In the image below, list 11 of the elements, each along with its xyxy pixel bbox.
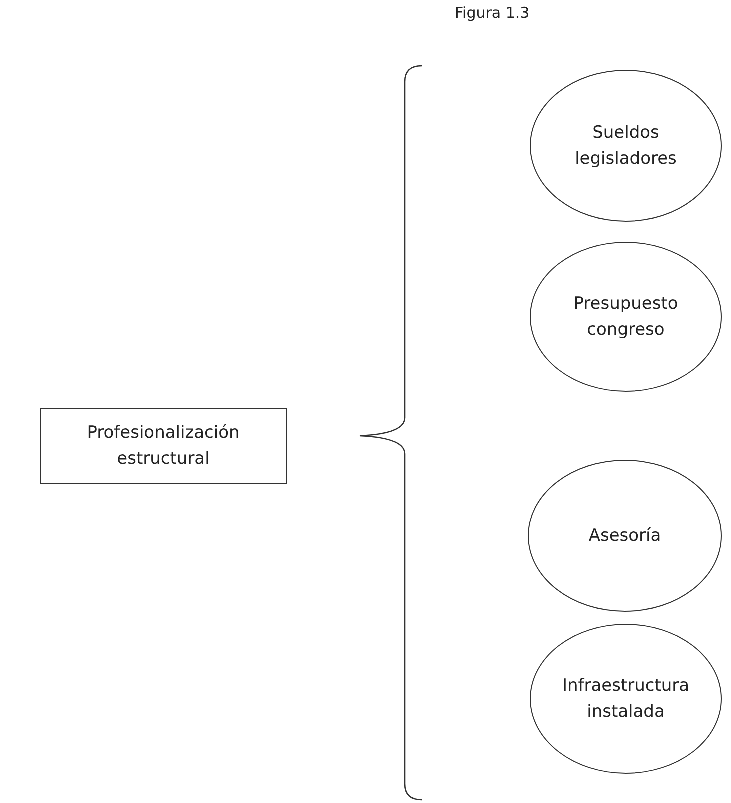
concept-box <box>40 408 287 484</box>
concept-ellipse <box>528 460 722 612</box>
concept-ellipse <box>530 70 722 222</box>
concept-ellipse <box>530 242 722 392</box>
node-label: Presupuesto congreso <box>572 293 680 342</box>
node-label: Infraestructura instalada <box>561 675 691 724</box>
node-label: Asesoría <box>588 525 662 548</box>
figure-title: Figura 1.3 <box>455 4 530 22</box>
concept-ellipse <box>530 624 722 774</box>
node-label: Sueldos legisladores <box>574 122 678 171</box>
node-label: Profesionalización estructural <box>86 422 241 471</box>
